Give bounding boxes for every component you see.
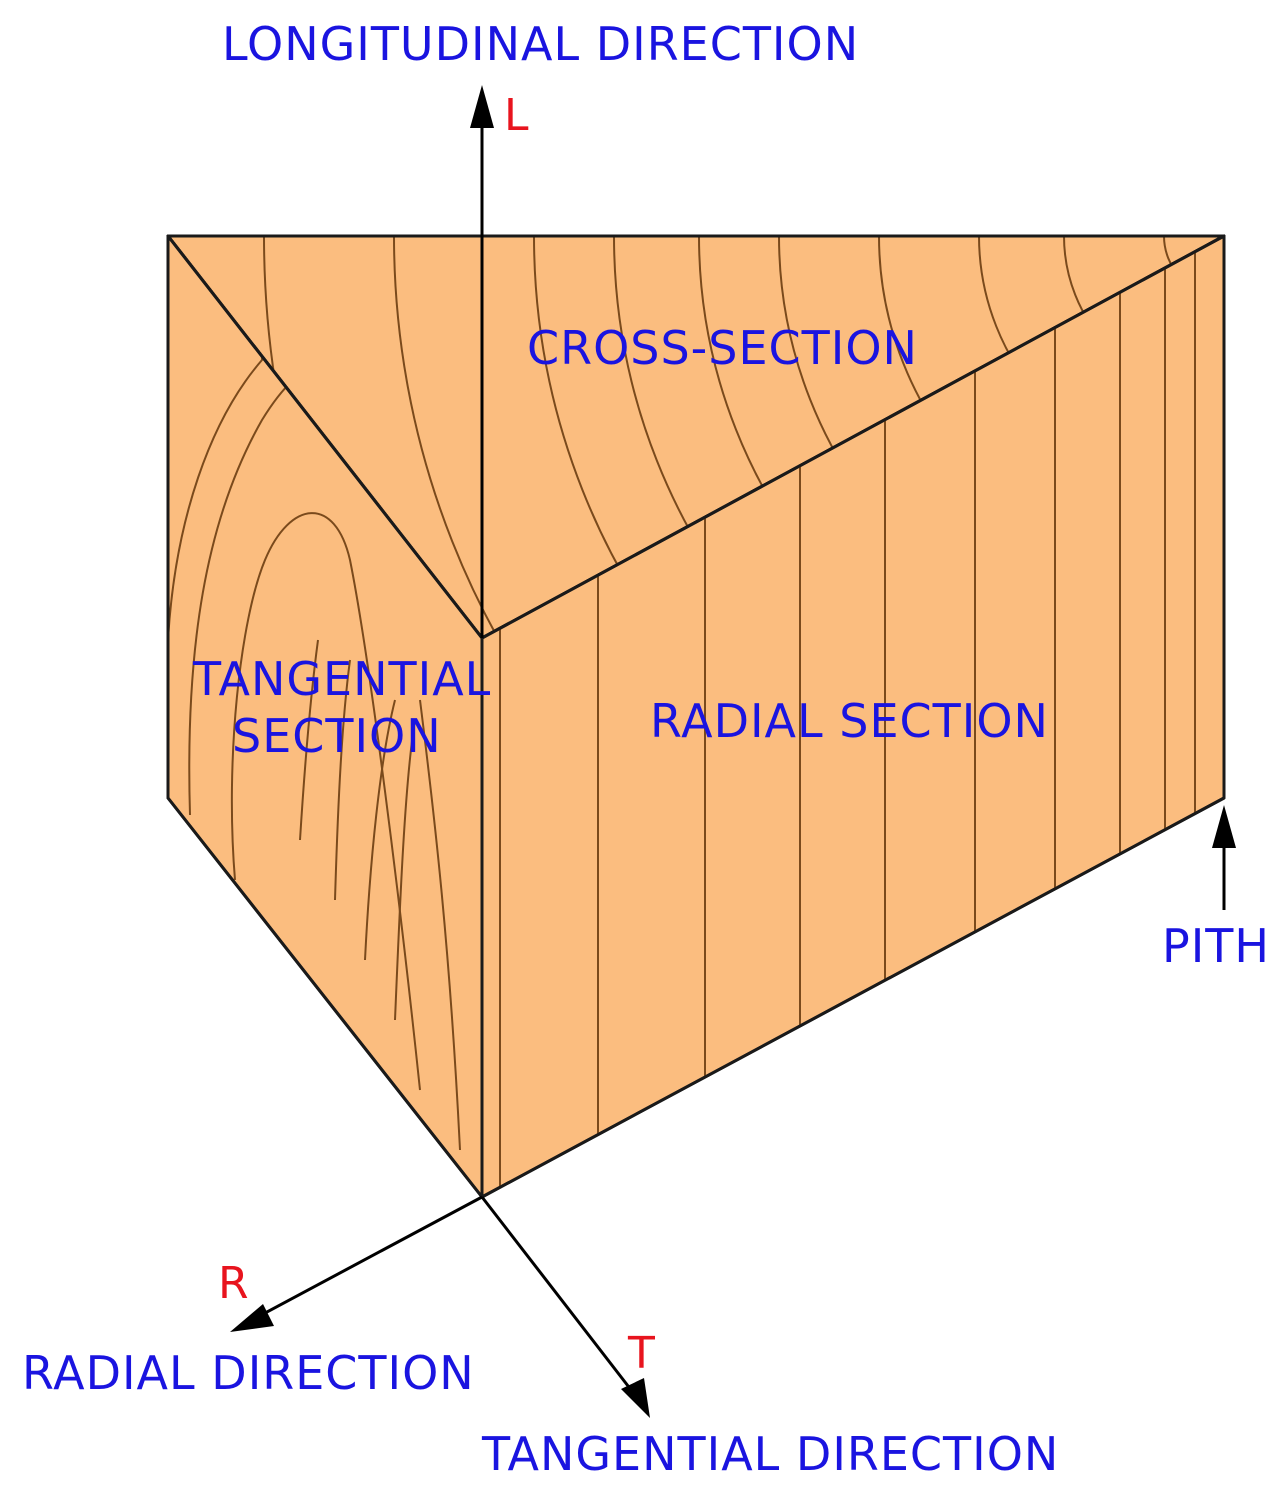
arrowhead-up-icon — [1212, 805, 1236, 848]
cross-section-label: CROSS-SECTION — [527, 321, 918, 375]
tangential-section-label-line1: TANGENTIAL — [192, 652, 491, 706]
pith-label: PITH — [1162, 919, 1270, 973]
axis-l-label: L — [504, 90, 529, 141]
arrowhead-down-left-icon — [230, 1304, 274, 1332]
radial-direction-label: RADIAL DIRECTION — [22, 1346, 475, 1400]
radial-section-label: RADIAL SECTION — [650, 694, 1049, 748]
radial-section-face — [480, 234, 1226, 1199]
arrowhead-down-right-icon — [621, 1378, 650, 1418]
longitudinal-axis — [470, 85, 494, 638]
tangential-direction-label: TANGENTIAL DIRECTION — [481, 1427, 1059, 1481]
axis-t-label: T — [627, 1328, 655, 1379]
longitudinal-direction-label: LONGITUDINAL DIRECTION — [222, 17, 859, 71]
tangential-axis — [480, 1196, 650, 1418]
axis-r-label: R — [218, 1258, 249, 1309]
pith-arrow — [1212, 805, 1236, 910]
radial-grain — [499, 250, 1196, 1197]
radial-axis — [230, 1195, 483, 1332]
arrowhead-up-icon — [470, 85, 494, 128]
tangential-section-label-line2: SECTION — [232, 709, 442, 763]
